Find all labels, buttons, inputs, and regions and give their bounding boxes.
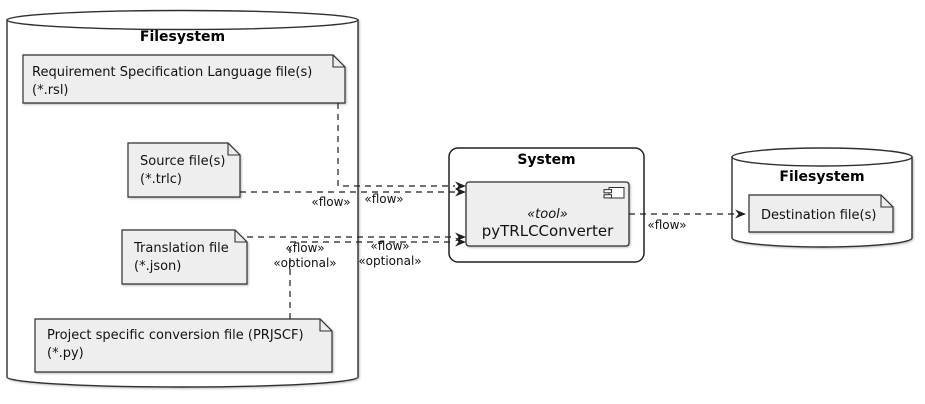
arrowhead-prjscf — [455, 237, 466, 247]
edge-rsl-to-component — [337, 103, 455, 187]
file-text-destination: Destination file(s) — [761, 208, 877, 223]
edge-label-translation-flow-line2: «optional» — [358, 254, 422, 268]
file-text-translation-line1: Translation file — [134, 241, 229, 256]
component-stereotype: «tool» — [527, 207, 568, 222]
arrowhead-output — [735, 209, 746, 219]
arrowhead-rsl — [455, 181, 466, 191]
file-text-source-line1: Source file(s) — [140, 154, 226, 169]
edge-label-prjscf-flow-line1: «flow» — [285, 241, 325, 255]
edge-label-translation-flow: «flow» «optional» — [350, 239, 430, 269]
fold-prjscf — [319, 319, 332, 332]
file-text-source: Source file(s) (*.trlc) — [140, 153, 226, 189]
component-name: pyTRLCConverter — [481, 222, 614, 240]
file-node-destination — [748, 194, 894, 233]
edge-label-rsl-flow: «flow» — [364, 192, 404, 206]
file-text-translation: Translation file (*.json) — [134, 240, 229, 276]
right-filesystem-title: Filesystem — [779, 169, 865, 185]
edge-label-prjscf-flow: «flow» «optional» — [265, 241, 345, 271]
file-text-prjscf-line1: Project specific conversion file (PRJSCF… — [47, 328, 304, 343]
left-filesystem-title: Filesystem — [139, 29, 226, 45]
component-icon — [603, 187, 625, 199]
system-title: System — [517, 152, 576, 168]
file-text-rsl-line1: Requirement Specification Language file(… — [32, 65, 313, 80]
edge-label-output-flow: «flow» — [647, 218, 687, 232]
file-node-prjscf — [34, 318, 333, 373]
file-node-rsl — [22, 54, 346, 104]
component-text: «tool» pyTRLCConverter — [466, 207, 629, 240]
fold-rsl — [332, 55, 345, 68]
fold-translation — [234, 230, 247, 243]
file-text-rsl: Requirement Specification Language file(… — [32, 64, 312, 100]
edge-label-source-flow: «flow» — [311, 195, 351, 209]
arrowhead-source — [455, 187, 466, 197]
left-filesystem-cylinder — [6, 9, 359, 388]
file-node-translation — [121, 229, 248, 285]
file-text-prjscf-line2: (*.py) — [47, 346, 84, 361]
edge-prjscf-to-component — [289, 241, 455, 319]
file-text-source-line2: (*.trlc) — [140, 172, 182, 187]
fold-source — [227, 143, 240, 156]
edge-label-translation-flow-line1: «flow» — [370, 239, 410, 253]
file-text-rsl-line2: (*.rsl) — [32, 83, 69, 98]
edge-label-prjscf-flow-line2: «optional» — [273, 256, 337, 270]
file-text-translation-line2: (*.json) — [134, 259, 182, 274]
file-text-prjscf: Project specific conversion file (PRJSCF… — [47, 327, 304, 363]
fold-destination — [880, 195, 893, 208]
file-node-source — [127, 142, 241, 198]
